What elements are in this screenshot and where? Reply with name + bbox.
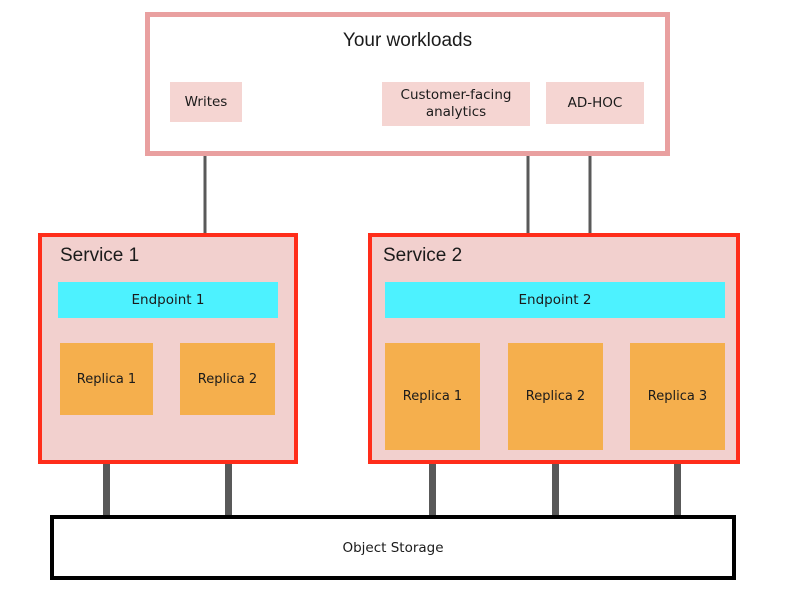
service-1-title: Service 1 bbox=[60, 245, 140, 266]
endpoint-1[interactable]: Endpoint 1 bbox=[58, 282, 278, 318]
service-2-replica-2[interactable]: Replica 2 bbox=[508, 343, 603, 450]
service-2-replica-1[interactable]: Replica 1 bbox=[385, 343, 480, 450]
service-1-replica-1[interactable]: Replica 1 bbox=[60, 343, 153, 415]
service-2-title: Service 2 bbox=[383, 245, 463, 266]
workloads-title: Your workloads bbox=[342, 30, 473, 51]
link-s1-replica1-storage bbox=[103, 415, 110, 517]
object-storage-box[interactable]: Object Storage bbox=[50, 515, 736, 580]
service-1-replica-2[interactable]: Replica 2 bbox=[180, 343, 275, 415]
service-2-replica-3[interactable]: Replica 3 bbox=[630, 343, 725, 450]
endpoint-2[interactable]: Endpoint 2 bbox=[385, 282, 725, 318]
workload-chip-writes[interactable]: Writes bbox=[170, 82, 242, 122]
link-s2-replica1-storage bbox=[429, 450, 436, 517]
link-s2-replica3-storage bbox=[674, 450, 681, 517]
workload-chip-ad-hoc[interactable]: AD-HOC bbox=[546, 82, 644, 124]
link-s2-replica2-storage bbox=[552, 450, 559, 517]
workload-chip-customer-facing-analytics[interactable]: Customer-facing analytics bbox=[382, 82, 530, 126]
link-s1-replica2-storage bbox=[225, 415, 232, 517]
